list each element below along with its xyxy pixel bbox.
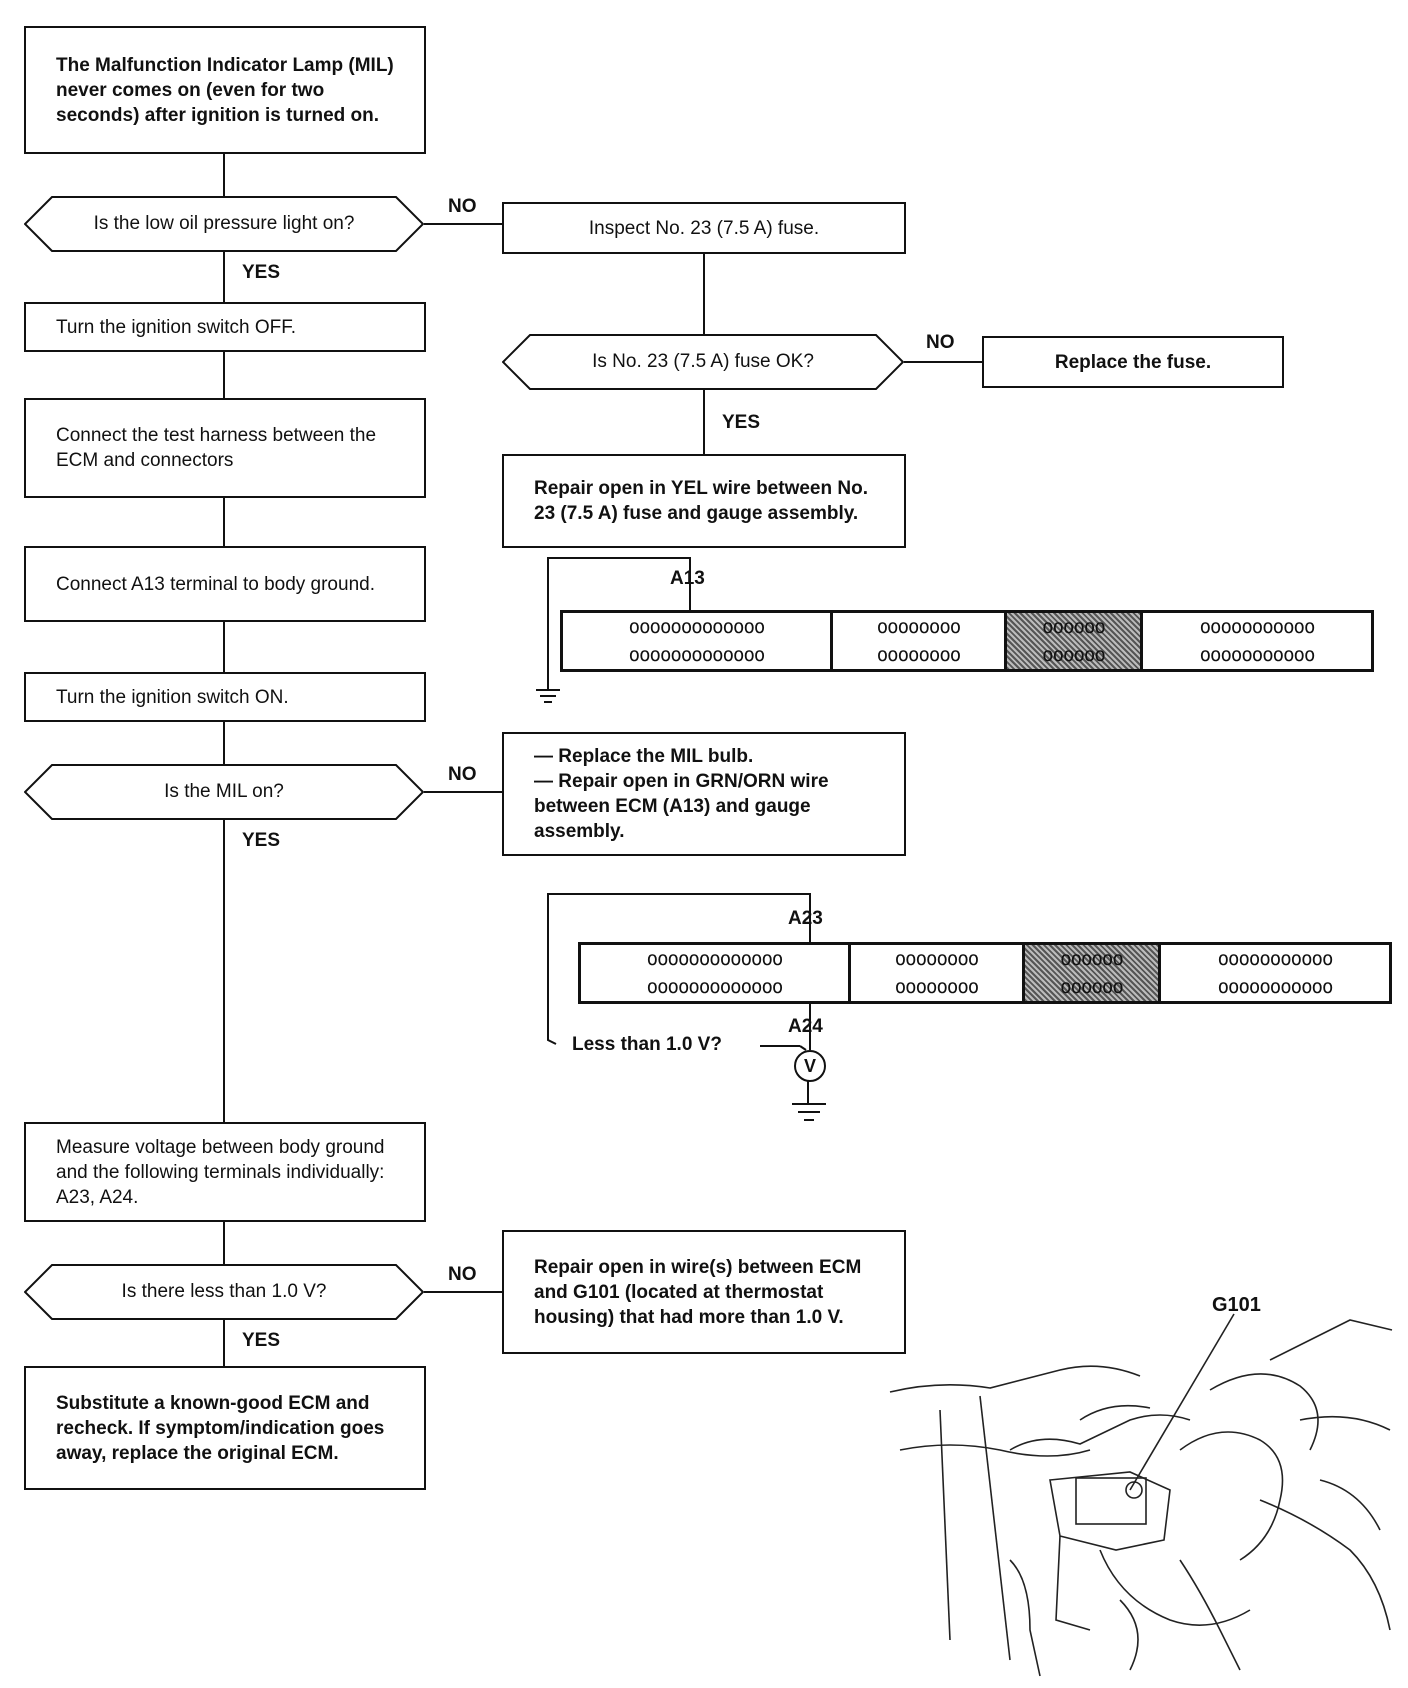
no-label-2: NO [926,332,955,353]
no-label-3: NO [448,764,477,785]
pin-row: oooooo [1060,976,1124,998]
pin-row: oooooo [1060,948,1124,970]
inspect-fuse-box: Inspect No. 23 (7.5 A) fuse. [502,202,906,254]
a24-pin-label: A24 [788,1016,823,1037]
inspect-fuse-text: Inspect No. 23 (7.5 A) fuse. [588,217,820,239]
pin-row: ooooooooooo [1199,616,1316,638]
a23-pin-label: A23 [788,908,823,929]
replace-fuse-text: Replace the fuse. [1054,351,1212,373]
less-voltage-decision: Is there less than 1.0 V? [24,1264,424,1320]
ecm-connector-b: ooooooooooooo ooooooooooooo oooooooo ooo… [578,942,1392,1004]
yes-label-1: YES [242,262,281,283]
pin-row: ooooooooooo [1217,948,1334,970]
connector-b-segment-4: ooooooooooo ooooooooooo [1161,945,1389,1001]
fuse-ok-decision: Is No. 23 (7.5 A) fuse OK? [502,334,904,390]
repair-yel-text: Repair open in YEL wire between No. 23 (… [534,478,868,524]
repair-grn-orn-text: — Repair open in GRN/ORN wire between EC… [534,771,829,842]
low-oil-decision: Is the low oil pressure light on? [24,196,424,252]
substitute-ecm-box: Substitute a known-good ECM and recheck.… [24,1366,426,1490]
replace-fuse-box: Replace the fuse. [982,336,1284,388]
pin-row: oooooo [1042,644,1106,666]
ecm-connector-a: ooooooooooooo ooooooooooooo oooooooo ooo… [560,610,1374,672]
yes-label-2: YES [722,412,761,433]
pin-row: ooooooooooo [1199,644,1316,666]
no-label-1: NO [448,196,477,217]
connect-harness-text: Connect the test harness between the ECM… [56,425,377,471]
connector-b-segment-2: oooooooo oooooooo [851,945,1025,1001]
voltmeter-icon: V [794,1050,826,1082]
replace-mil-bulb-text: — Replace the MIL bulb. [534,746,754,767]
connector-b-segment-1: ooooooooooooo ooooooooooooo [581,945,851,1001]
mil-on-question: Is the MIL on? [164,781,284,802]
start-box: The Malfunction Indicator Lamp (MIL) nev… [24,26,426,154]
replace-mil-box: — Replace the MIL bulb. — Repair open in… [502,732,906,856]
connector-a-segment-2: oooooooo oooooooo [833,613,1007,669]
connector-b-segment-3: oooooo oooooo [1025,945,1161,1001]
measure-voltage-box: Measure voltage between body ground and … [24,1122,426,1222]
pin-row: oooooooo [876,616,962,638]
pin-row: ooooooooooooo [628,616,766,638]
yes-label-3: YES [242,830,281,851]
turn-off-text: Turn the ignition switch OFF. [56,316,297,338]
yes-label-4: YES [242,1330,281,1351]
connector-a-segment-4: ooooooooooo ooooooooooo [1143,613,1371,669]
connector-a-segment-3: oooooo oooooo [1007,613,1143,669]
engine-ground-illustration [889,1313,1393,1677]
pin-row: ooooooooooooo [646,948,784,970]
substitute-ecm-text: Substitute a known-good ECM and recheck.… [56,1392,385,1464]
low-oil-question: Is the low oil pressure light on? [93,213,355,234]
connect-harness-box: Connect the test harness between the ECM… [24,398,426,498]
mil-on-decision: Is the MIL on? [24,764,424,820]
fuse-ok-question: Is No. 23 (7.5 A) fuse OK? [592,351,814,372]
a13-pin-label: A13 [670,568,705,589]
pin-row: ooooooooooo [1217,976,1334,998]
pin-row: oooooooo [894,976,980,998]
no-label-4: NO [448,1264,477,1285]
turn-on-text: Turn the ignition switch ON. [56,686,289,708]
less-than-voltage-label: Less than 1.0 V? [572,1034,722,1055]
g101-label: G101 [1212,1294,1261,1316]
pin-row: oooooooo [894,948,980,970]
less-voltage-question: Is there less than 1.0 V? [121,1281,327,1302]
start-text: The Malfunction Indicator Lamp (MIL) nev… [56,54,394,126]
turn-on-box: Turn the ignition switch ON. [24,672,426,722]
pin-row: oooooooo [876,644,962,666]
connect-a13-text: Connect A13 terminal to body ground. [56,573,375,595]
repair-g101-box: Repair open in wire(s) between ECM and G… [502,1230,906,1354]
turn-off-box: Turn the ignition switch OFF. [24,302,426,352]
measure-voltage-text: Measure voltage between body ground and … [56,1136,385,1208]
pin-row: ooooooooooooo [646,976,784,998]
repair-g101-text: Repair open in wire(s) between ECM and G… [534,1256,862,1328]
pin-row: ooooooooooooo [628,644,766,666]
repair-yel-box: Repair open in YEL wire between No. 23 (… [502,454,906,548]
pin-row: oooooo [1042,616,1106,638]
connector-a-segment-1: ooooooooooooo ooooooooooooo [563,613,833,669]
connect-a13-box: Connect A13 terminal to body ground. [24,546,426,622]
